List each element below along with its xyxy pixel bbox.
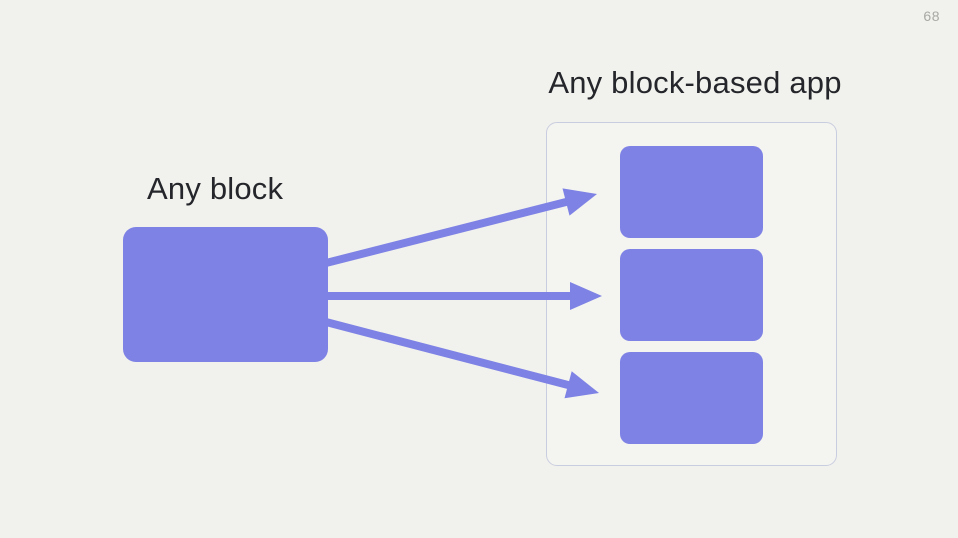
app-block-3 (620, 352, 763, 444)
page-number: 68 (923, 8, 940, 24)
source-block-label: Any block (147, 171, 284, 206)
app-block-1 (620, 146, 763, 238)
source-block (123, 227, 328, 362)
app-block-2 (620, 249, 763, 341)
app-panel-title: Any block-based app (548, 65, 842, 100)
app-panel (546, 122, 837, 466)
